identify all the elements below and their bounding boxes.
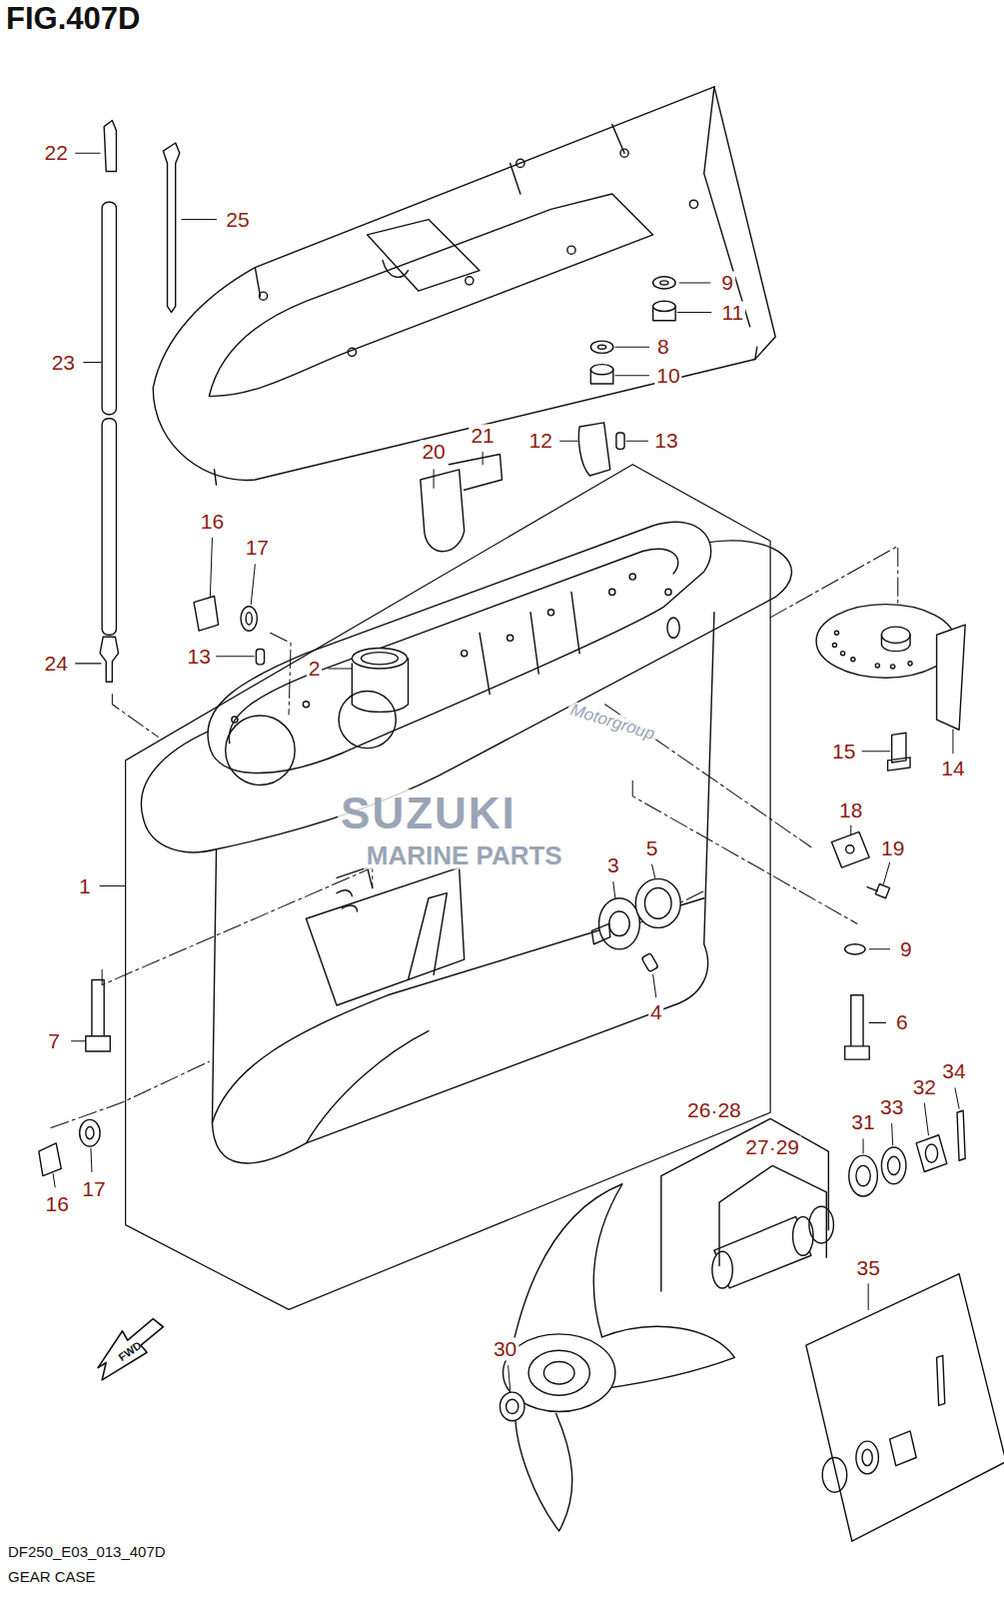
callout-number: 9: [719, 270, 736, 294]
callout-number: 31: [849, 1110, 877, 1134]
callout-number: 17: [243, 536, 271, 560]
figure-title: FIG.407D: [5, 1, 140, 36]
callout-number: 4: [648, 1001, 665, 1024]
callout-number: 12: [527, 429, 555, 453]
callout-number: 7: [45, 1028, 62, 1052]
callout-number: 11: [719, 300, 746, 324]
callout-number: 23: [49, 350, 77, 374]
callout-number: 15: [830, 739, 858, 763]
callout-number: 8: [655, 335, 672, 359]
callout-number: 22: [41, 141, 69, 165]
callout-number: 16: [198, 509, 226, 533]
callout-number: 35: [854, 1255, 882, 1279]
watermark: MARINE PARTS: [363, 841, 566, 871]
figure-caption: GEAR CASE: [7, 1568, 96, 1586]
callout-number: 1: [76, 874, 93, 898]
callout-number: 21: [468, 424, 496, 448]
callout-number: 30: [491, 1337, 519, 1361]
callout-number: 34: [940, 1059, 968, 1083]
callout-number: 2: [306, 656, 323, 680]
drawing-code: DF250_E03_013_407D: [7, 1543, 166, 1561]
callout-number: 3: [605, 854, 622, 878]
callout-number: 14: [939, 757, 967, 781]
callout-number: 27·29: [743, 1134, 802, 1158]
callout-number: 6: [894, 1010, 911, 1034]
callout-number: 26·28: [685, 1098, 744, 1122]
callout-number: 17: [79, 1176, 107, 1200]
callout-number: 24: [41, 651, 69, 675]
callout-number: 9: [898, 937, 915, 961]
callout-number: 10: [654, 363, 682, 387]
callout-number: 25: [223, 207, 251, 231]
callout-number: 5: [644, 836, 661, 860]
callout-number: 18: [837, 798, 865, 822]
callout-number: 13: [652, 429, 680, 453]
watermark: SUZUKI: [337, 789, 520, 838]
callout-number: 16: [43, 1192, 71, 1216]
callout-number: 13: [184, 644, 212, 668]
callout-number: 20: [419, 440, 447, 464]
callout-number: 19: [879, 836, 907, 860]
watermark: Motorgroup: [565, 700, 660, 746]
callout-number: 32: [911, 1074, 939, 1098]
callout-number: 33: [878, 1095, 906, 1119]
